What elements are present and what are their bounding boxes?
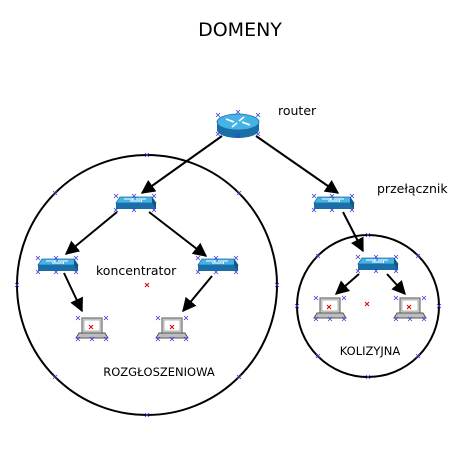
switch-icon: [357, 257, 399, 271]
link-hub-laptop-right: [182, 275, 213, 313]
link-switch-laptop-right: [386, 273, 406, 296]
switch-label: przełącznik: [377, 181, 448, 196]
link-router-switch-left: [140, 135, 223, 194]
laptop-icon: [155, 317, 189, 339]
switch-icon: [313, 196, 355, 210]
diagram-title: DOMENY: [198, 19, 282, 41]
link-switch-laptop-left: [334, 273, 360, 295]
link-hub-laptop-left: [63, 272, 83, 313]
router-icon: [216, 113, 260, 139]
collision-domain-label: KOLIZYJNA: [340, 344, 401, 358]
hub-icon: [197, 258, 239, 272]
link-switch-hub-right: [148, 211, 208, 257]
connections: [63, 135, 406, 313]
switch-icon: [115, 196, 157, 210]
link-router-switch-right: [255, 135, 340, 194]
hub-icon: [37, 258, 79, 272]
hub-label: koncentrator: [96, 263, 177, 278]
link-switch-switch: [342, 211, 364, 253]
broadcast-domain-label: ROZGŁOSZENIOWA: [103, 365, 215, 379]
center-markers: [88, 282, 412, 330]
link-switch-hub-left: [64, 211, 118, 255]
router-label: router: [278, 103, 317, 118]
